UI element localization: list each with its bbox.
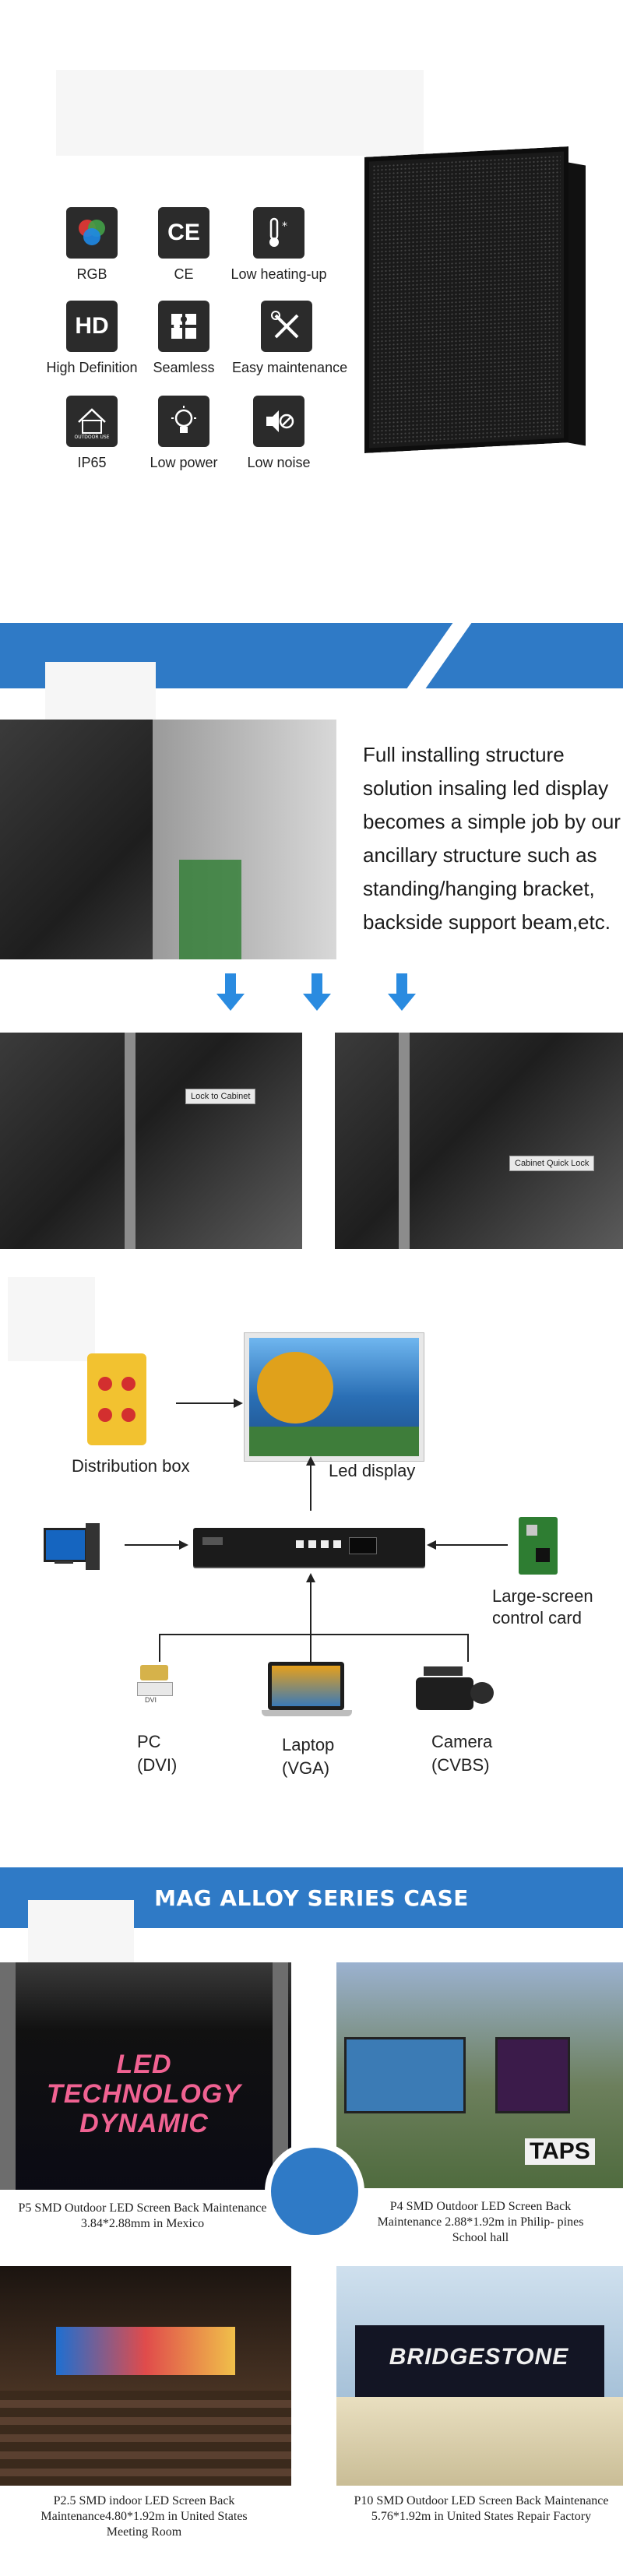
- case-photo-3: [0, 2266, 291, 2486]
- label-distribution-box: Distribution box: [72, 1456, 190, 1476]
- label-pc-sub: (DVI): [137, 1755, 178, 1775]
- install-photo-corridor: [0, 720, 336, 959]
- label-laptop: Laptop: [282, 1735, 335, 1754]
- feature-seamless: Seamless: [129, 301, 238, 376]
- feature-low-heating: * Low heating-up: [224, 207, 333, 283]
- cases-title: MAG ALLOY SERIES CASE: [154, 1884, 469, 1911]
- arrow-head: [234, 1399, 243, 1408]
- puzzle-icon: [158, 301, 209, 352]
- rgb-icon: [66, 207, 118, 259]
- feature-label: IP65: [77, 455, 107, 470]
- tools-icon: [261, 301, 312, 352]
- feature-low-noise: Low noise: [224, 396, 333, 471]
- label-camera-sub: (CVBS): [431, 1755, 490, 1775]
- control-card-image: [519, 1517, 558, 1575]
- feature-ip65: OUTDOOR USE IP65: [37, 396, 146, 471]
- branch-line-laptop: [310, 1581, 312, 1662]
- led-display-image: [245, 1333, 424, 1461]
- arrow-head: [306, 1573, 315, 1582]
- callout-quick-lock: Cabinet Quick Lock: [509, 1156, 595, 1171]
- label-pc: PC: [137, 1732, 161, 1751]
- decorative-circle: [265, 2141, 364, 2241]
- house-icon: OUTDOOR USE: [66, 396, 118, 447]
- case-photo-1: LED TECHNOLOGY DYNAMIC: [0, 1962, 291, 2190]
- led-panel-image: [364, 146, 568, 453]
- hd-mark: HD: [75, 313, 109, 339]
- diagram-placeholder: [8, 1277, 95, 1361]
- feature-label: Low power: [150, 455, 218, 470]
- header-placeholder: [56, 70, 424, 156]
- feature-label: RGB: [76, 266, 107, 282]
- arrow-head: [179, 1540, 188, 1550]
- feature-rgb: RGB: [37, 207, 146, 283]
- case-caption-3: P2.5 SMD indoor LED Screen Back Maintena…: [40, 2494, 248, 2539]
- dvi-connector-image: DVI: [134, 1665, 178, 1704]
- label-led-display: Led display: [329, 1461, 416, 1480]
- case-photo-4: BRIDGESTONE: [336, 2266, 623, 2486]
- feature-ce: CE CE: [129, 207, 238, 283]
- install-photo-lock-cabinet: Lock to Cabinet: [0, 1033, 302, 1249]
- video-controller-image: [193, 1528, 425, 1567]
- dvi-tag: DVI: [145, 1696, 157, 1704]
- laptop-image: [262, 1662, 352, 1724]
- case-screen-text: BRIDGESTONE: [389, 2344, 569, 2370]
- arrow-line-pc-controller: [125, 1544, 181, 1546]
- arrow-line-box-display: [176, 1402, 235, 1404]
- mute-icon: [253, 396, 304, 447]
- case-caption-1: P5 SMD Outdoor LED Screen Back Maintenan…: [18, 2201, 267, 2230]
- case-caption-4: P10 SMD Outdoor LED Screen Back Maintena…: [354, 2494, 609, 2523]
- label-laptop-sub: (VGA): [282, 1758, 330, 1778]
- branch-line-pc: [159, 1634, 160, 1662]
- feature-easy-maintenance: Easy maintenance: [232, 301, 348, 376]
- thermometer-icon: *: [253, 207, 304, 259]
- feature-hd: HD High Definition: [37, 301, 146, 376]
- cases-banner: MAG ALLOY SERIES CASE: [0, 1867, 623, 1928]
- feature-label: Low noise: [247, 455, 311, 470]
- ce-mark: CE: [167, 220, 200, 245]
- camera-image: [408, 1662, 495, 1724]
- arrow-line-controller-display: [310, 1464, 312, 1511]
- ce-icon: CE: [158, 207, 209, 259]
- distribution-box-image: [87, 1353, 146, 1445]
- svg-text:*: *: [282, 220, 287, 233]
- arrow-head: [427, 1540, 436, 1550]
- case-caption-2: P4 SMD Outdoor LED Screen Back Maintenan…: [377, 2200, 584, 2244]
- outdoor-use-text: OUTDOOR USE: [75, 435, 110, 440]
- bulb-icon: [158, 396, 209, 447]
- case-screen-text: LED TECHNOLOGY DYNAMIC: [47, 2050, 241, 2138]
- branch-line-camera: [467, 1634, 469, 1662]
- branch-line-horizontal: [159, 1634, 469, 1635]
- hd-icon: HD: [66, 301, 118, 352]
- callout-lock-to-cabinet: Lock to Cabinet: [185, 1089, 256, 1104]
- install-description: Full installing structure solution insal…: [363, 743, 621, 934]
- label-camera: Camera: [431, 1732, 493, 1751]
- case-photo-2: TAPS: [336, 1962, 623, 2188]
- feature-low-power: Low power: [129, 396, 238, 471]
- install-photo-quick-lock: Cabinet Quick Lock: [335, 1033, 623, 1249]
- feature-label: CE: [174, 266, 194, 282]
- feature-label: Easy maintenance: [232, 360, 348, 375]
- feature-label: Seamless: [153, 360, 215, 375]
- arrow-head: [306, 1456, 315, 1466]
- case-screen-text: TAPS: [525, 2138, 595, 2165]
- pc-image: [44, 1523, 100, 1571]
- feature-label: High Definition: [46, 360, 138, 375]
- arrow-line-card-controller: [436, 1544, 508, 1546]
- feature-label: Low heating-up: [231, 266, 327, 282]
- label-control-card: Large-screen control card: [492, 1586, 593, 1628]
